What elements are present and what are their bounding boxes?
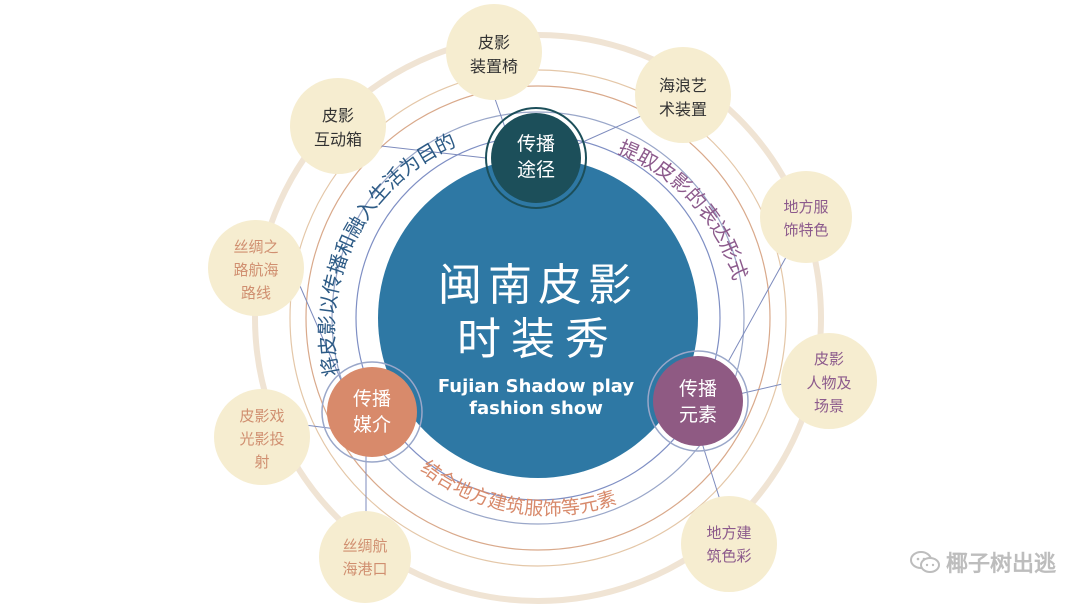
leaf-shadow-projection-line2: 光影投 [239, 430, 284, 448]
leaf-figures-scenes: 皮影 人物及 场景 [781, 333, 877, 429]
center-title-line2: 时装秀 [457, 314, 619, 365]
leaf-interactive-box-line2: 互动箱 [314, 130, 362, 149]
watermark: 椰子树出逃 [909, 546, 1056, 578]
leaf-wave-art-line1: 海浪艺 [659, 76, 707, 95]
leaf-figures-scenes-line3: 场景 [814, 397, 844, 415]
leaf-costume-features-line2: 饰特色 [783, 221, 828, 239]
leaf-silk-road-routes-line1: 丝绸之 [233, 238, 278, 256]
center-title-line1: 闽南皮影 [438, 260, 638, 311]
leaf-silk-road-routes-line3: 路线 [241, 284, 271, 302]
leaf-silk-port: 丝绸航 海港口 [319, 511, 411, 603]
hub-elements-line2: 元素 [679, 404, 717, 426]
hub-route: 传播 途径 [485, 107, 587, 209]
leaf-shadow-projection-line3: 射 [254, 453, 269, 471]
leaf-shadow-projection-line1: 皮影戏 [239, 407, 284, 425]
leaf-silk-port-line1: 丝绸航 [342, 537, 387, 555]
leaf-seat-device: 皮影 装置椅 [446, 4, 542, 100]
center-circle [378, 158, 698, 478]
leaf-figures-scenes-line1: 皮影 [814, 350, 844, 368]
hub-elements: 传播 元素 [647, 350, 749, 452]
leaf-interactive-box: 皮影 互动箱 [290, 78, 386, 174]
hub-medium-line2: 媒介 [353, 414, 391, 436]
center-subtitle-line2: fashion show [469, 398, 603, 419]
orbit-ring-2 [305, 85, 771, 551]
leaf-interactive-box-line1: 皮影 [322, 106, 354, 125]
leaf-architecture-colors: 地方建 筑色彩 [681, 496, 777, 592]
wechat-icon [909, 551, 940, 573]
leaf-wave-art-line2: 术装置 [659, 100, 707, 119]
center-subtitle-line1: Fujian Shadow play [438, 376, 635, 397]
leaf-architecture-colors-line2: 筑色彩 [706, 547, 751, 565]
hub-medium-line1: 传播 [353, 388, 391, 410]
hub-elements-line1: 传播 [679, 378, 717, 400]
orbit-ring-3 [331, 111, 745, 525]
watermark-text: 椰子树出逃 [945, 552, 1056, 577]
leaf-shadow-projection: 皮影戏 光影投 射 [214, 389, 310, 485]
leaf-costume-features-line1: 地方服 [783, 198, 828, 216]
leaf-seat-device-line1: 皮影 [478, 33, 510, 52]
leaf-seat-device-line2: 装置椅 [470, 57, 518, 76]
hub-route-line1: 传播 [517, 133, 555, 155]
leaf-wave-art: 海浪艺 术装置 [635, 47, 731, 143]
leaf-silk-road-routes: 丝绸之 路航海 路线 [208, 220, 304, 316]
leaf-architecture-colors-line1: 地方建 [706, 524, 751, 542]
hub-medium: 传播 媒介 [321, 361, 423, 463]
leaf-costume-features: 地方服 饰特色 [760, 171, 852, 263]
leaf-silk-port-line2: 海港口 [342, 560, 387, 578]
leaf-silk-road-routes-line2: 路航海 [233, 261, 278, 279]
hub-route-line2: 途径 [517, 159, 555, 181]
leaf-figures-scenes-line2: 人物及 [806, 374, 851, 392]
